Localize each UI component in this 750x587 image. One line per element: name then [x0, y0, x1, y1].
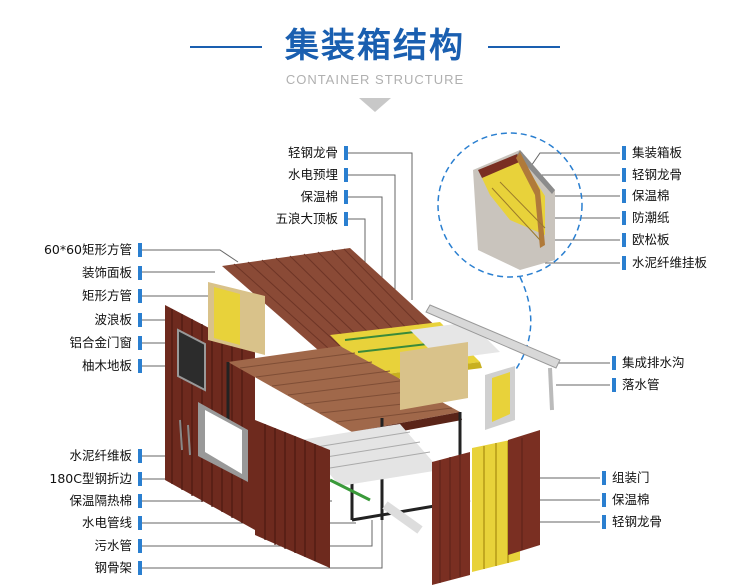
label-insulation-top: 保温棉 [240, 188, 348, 206]
wall-section-detail [473, 150, 555, 270]
label-osb-board: 欧松板 [622, 231, 670, 249]
detail-callout-circle [437, 132, 583, 278]
page-title: 集装箱结构 [285, 26, 465, 66]
label-moisture-paper: 防潮纸 [622, 209, 670, 227]
label-cement-board: 水泥纤维板 [20, 447, 142, 465]
page-subtitle: CONTAINER STRUCTURE [285, 72, 465, 87]
label-square-tube: 矩形方管 [20, 287, 142, 305]
title-rule-right [488, 46, 560, 48]
front-wall [255, 420, 330, 568]
label-corrugated-panel: 波浪板 [20, 311, 142, 329]
window-frame [198, 402, 248, 482]
label-cement-hanging-board: 水泥纤维挂板 [622, 254, 707, 272]
label-assembled-door: 组装门 [602, 469, 650, 487]
label-roof-panel: 五浪大顶板 [240, 210, 348, 228]
label-container-board: 集装箱板 [622, 144, 682, 162]
label-plumbing-embedded: 水电预埋 [240, 166, 348, 184]
label-downpipe: 落水管 [612, 376, 660, 394]
container-door [432, 430, 540, 585]
label-steel-frame: 钢骨架 [20, 559, 142, 577]
header: 集装箱结构 CONTAINER STRUCTURE [0, 0, 750, 120]
label-steel-keel-top: 轻钢龙骨 [240, 144, 348, 162]
label-utility-lines: 水电管线 [20, 514, 142, 532]
label-door-steel-keel: 轻钢龙骨 [602, 513, 662, 531]
chevron-down-icon [359, 98, 391, 112]
guide-rods [179, 419, 191, 456]
label-c-steel: 180C型钢折边 [20, 470, 142, 488]
back-wall [400, 342, 468, 410]
label-sewage-pipe: 污水管 [20, 537, 142, 555]
base-frame [300, 424, 440, 534]
label-teak-floor: 柚木地板 [20, 357, 142, 375]
label-thermal-insulation: 保温隔热棉 [20, 492, 142, 510]
label-aluminum-window: 铝合金门窗 [20, 334, 142, 352]
label-square-tube-60: 60*60矩形方管 [20, 241, 142, 259]
end-wall-panel [485, 366, 515, 430]
label-decor-panel: 装饰面板 [20, 264, 142, 282]
title-rule-left [190, 46, 262, 48]
drainage-gutter [425, 304, 561, 411]
callout-connector [511, 276, 532, 376]
label-insulation-detail: 保温棉 [622, 187, 670, 205]
label-steel-keel-detail: 轻钢龙骨 [622, 166, 682, 184]
decor-panel [208, 282, 265, 355]
label-drainage-gutter: 集成排水沟 [612, 354, 685, 372]
label-door-insulation: 保温棉 [602, 491, 650, 509]
